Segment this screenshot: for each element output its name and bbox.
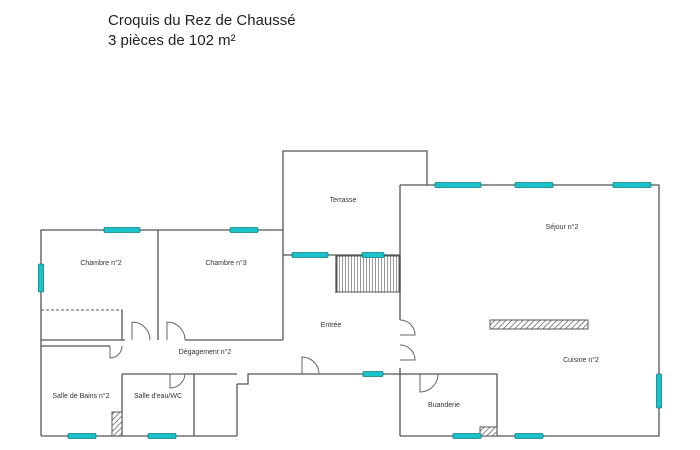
window	[361, 252, 385, 258]
window	[291, 252, 329, 258]
plan-subtitle: 3 pièces de 102 m²	[108, 32, 236, 49]
window	[147, 433, 177, 439]
door-swings	[109, 319, 439, 393]
bath-fixture	[111, 411, 123, 437]
window	[656, 373, 662, 409]
window	[229, 227, 259, 233]
window	[612, 182, 652, 188]
window	[514, 433, 544, 439]
windows	[38, 182, 662, 439]
staircase	[336, 255, 400, 293]
window	[103, 227, 141, 233]
window	[67, 433, 97, 439]
room-label-entree: Entrée	[321, 322, 342, 329]
window	[38, 263, 44, 293]
laundry-fixture	[479, 426, 498, 437]
kitchen-counter	[489, 319, 589, 330]
room-label-degagement: Dégagement n°2	[179, 348, 232, 356]
plan-title: Croquis du Rez de Chaussé	[108, 12, 296, 29]
window	[514, 182, 554, 188]
room-label-buanderie: Buanderie	[428, 402, 460, 409]
room-label-cuisine: Cuisine n°2	[563, 356, 599, 364]
window	[452, 433, 482, 439]
room-label-salle-eau: Salle d'eau/WC	[134, 393, 182, 400]
room-label-sejour: Séjour n°2	[546, 223, 579, 231]
room-label-chambre-3: Chambre n°3	[205, 259, 246, 267]
room-label-terrasse: Terrasse	[330, 197, 357, 204]
window	[362, 371, 384, 377]
room-label-chambre-2: Chambre n°2	[80, 259, 121, 267]
window	[434, 182, 482, 188]
room-label-salle-de-bains: Salle de Bains n°2	[52, 392, 109, 400]
